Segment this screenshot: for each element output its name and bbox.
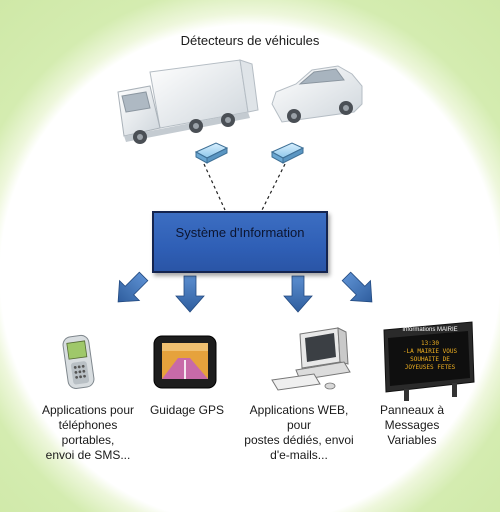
link-left: [203, 163, 226, 211]
mobile-phone-icon: [62, 334, 95, 389]
caption-sign: Panneaux à Messages Variables: [372, 403, 452, 448]
caption-line: Variables: [387, 433, 437, 447]
message-sign-icon: [383, 321, 475, 401]
information-system-box: Système d'Information: [152, 211, 328, 273]
sensor-left-icon: [194, 142, 229, 164]
sign-line: 13:30: [420, 340, 440, 347]
sign-line: SOUHAITE DE: [410, 356, 450, 363]
link-right: [261, 163, 286, 211]
arrow-to-gps: [175, 275, 205, 313]
caption-line: Applications WEB, pour: [249, 403, 349, 432]
caption-line: téléphones portables,: [58, 418, 118, 447]
sign-screen: 13:30 -LA MAIRIE VOUS SOUHAITE DE JOYEUS…: [394, 340, 466, 372]
caption-line: Applications pour: [41, 403, 135, 417]
sign-line: JOYEUSES FETES: [404, 364, 456, 371]
computer-icon: [271, 327, 351, 391]
caption-line: envoi de SMS...: [45, 448, 131, 462]
caption-line: Messages: [384, 418, 440, 432]
arrow-to-computer: [283, 275, 313, 313]
sign-header: Informations MAIRIE: [402, 327, 458, 333]
caption-mobile: Applications pour téléphones portables, …: [33, 403, 143, 463]
arrow-to-sign: [341, 271, 373, 303]
caption-gps: Guidage GPS: [147, 403, 227, 418]
information-system-label: Système d'Information: [175, 225, 305, 240]
caption-web: Applications WEB, pour postes dédiés, en…: [243, 403, 355, 463]
sensor-right-icon: [270, 142, 305, 164]
sign-line: -LA MAIRIE VOUS: [402, 348, 458, 355]
caption-line: Guidage GPS: [149, 403, 225, 417]
car-icon: [271, 65, 363, 123]
page-title: Détecteurs de véhicules: [180, 33, 320, 48]
caption-line: d'e-mails...: [270, 448, 328, 462]
truck-icon: [117, 59, 259, 144]
gps-device-icon: [153, 335, 217, 389]
caption-line: postes dédiés, envoi: [244, 433, 354, 447]
arrow-to-mobile: [117, 271, 149, 303]
caption-line: Panneaux à: [379, 403, 445, 417]
